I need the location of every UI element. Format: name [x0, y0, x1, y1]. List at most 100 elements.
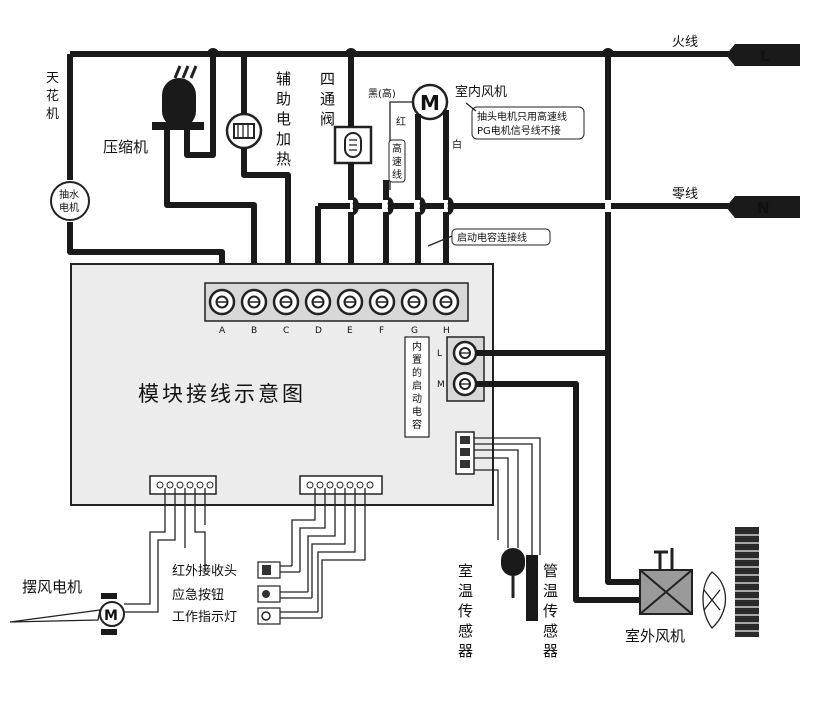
- svg-text:感: 感: [458, 622, 473, 640]
- cap-terminal-m: M: [437, 380, 445, 390]
- terminal-screw-a: [215, 295, 229, 309]
- connector-spare-wire: [474, 469, 499, 540]
- terminal-letter-e: E: [347, 326, 353, 336]
- terminal-screw-c: [279, 295, 293, 309]
- aux-heater-label: 辅 助 电 加 热: [276, 70, 291, 168]
- svg-text:容: 容: [412, 418, 422, 431]
- svg-text:天: 天: [46, 71, 59, 86]
- outdoor-fan: [639, 548, 726, 629]
- swing-motor-wire: [124, 488, 206, 613]
- pump-motor-label-1: 抽水: [59, 188, 79, 201]
- display-leads: [280, 565, 322, 619]
- svg-text:管: 管: [543, 562, 558, 580]
- sensor-connector: [455, 431, 475, 475]
- svg-text:传: 传: [543, 602, 558, 620]
- svg-text:阀: 阀: [320, 110, 335, 128]
- terminal-screw-d: [311, 295, 325, 309]
- ceiling-machine-label: 天 花 机: [46, 71, 59, 122]
- pipe-temp-sensor: [526, 555, 538, 621]
- fan-note-line-1: 抽头电机只用高速线: [477, 110, 567, 123]
- capacitor-terminal-block: L M: [437, 336, 485, 402]
- display-connector: [299, 475, 383, 495]
- high-speed-line-label: 高 速 线: [388, 139, 406, 183]
- svg-text:助: 助: [276, 90, 291, 108]
- neutral-plug-label: N: [757, 199, 770, 217]
- work-indicator-label: 工作指示灯: [172, 610, 237, 625]
- fan-black-high-label: 黑(高): [368, 87, 396, 100]
- cap-m-wire: [476, 381, 640, 603]
- svg-text:启: 启: [412, 379, 422, 392]
- pipe-sensor-wire: [474, 437, 541, 555]
- svg-text:启动电容连接线: 启动电容连接线: [457, 231, 527, 244]
- outdoor-fan-live-wire: [605, 350, 640, 585]
- pipe-temp-sensor-label: 管 温 传 感 器: [543, 562, 558, 660]
- ir-receiver-label: 红外接收头: [172, 563, 237, 579]
- swing-motor: M: [9, 593, 125, 635]
- live-plug: L: [726, 44, 800, 66]
- svg-text:温: 温: [458, 582, 473, 600]
- work-indicator: [257, 607, 281, 625]
- aux-heater: [225, 112, 263, 150]
- svg-text:传: 传: [458, 602, 473, 620]
- terminal-letter-d: D: [315, 326, 322, 336]
- indoor-fan: M: [411, 83, 449, 121]
- start-cap-wire-label: 启动电容连接线: [427, 228, 551, 247]
- svg-text:辅: 辅: [276, 70, 291, 88]
- emergency-button: [257, 585, 281, 603]
- terminal-screw-f: [375, 295, 389, 309]
- svg-text:电: 电: [276, 110, 291, 128]
- fan-note-box: 抽头电机只用高速线 PG电机信号线不接: [465, 102, 585, 140]
- terminal-screw-b: [247, 295, 261, 309]
- svg-text:的: 的: [412, 366, 422, 379]
- svg-text:高: 高: [392, 142, 402, 155]
- compressor-wire: [164, 130, 257, 290]
- svg-text:机: 机: [46, 107, 59, 122]
- indoor-fan-label: 室内风机: [455, 84, 507, 100]
- fan-white-label: 白: [452, 138, 462, 151]
- swing-motor-label: 摆风电机: [22, 578, 82, 596]
- svg-text:置: 置: [412, 354, 422, 366]
- room-sensor-wire: [474, 449, 519, 548]
- cap-terminal-l: L: [437, 349, 442, 359]
- pump-motor-label-2: 电机: [59, 201, 79, 214]
- emergency-button-label: 应急按钮: [172, 587, 224, 603]
- svg-text:动: 动: [412, 393, 422, 405]
- svg-text:电: 电: [412, 405, 422, 418]
- svg-text:通: 通: [320, 90, 335, 108]
- svg-text:M: M: [420, 91, 440, 115]
- terminal-letter-h: H: [443, 326, 450, 336]
- fan-red-label: 红: [396, 115, 406, 128]
- board-title: 模块接线示意图: [138, 382, 306, 406]
- svg-text:速: 速: [392, 156, 402, 168]
- svg-text:内: 内: [412, 340, 422, 353]
- fan-note-line-2: PG电机信号线不接: [477, 124, 561, 137]
- compressor-live-wire: [184, 54, 216, 158]
- svg-text:室: 室: [458, 562, 473, 580]
- live-line-label: 火线: [672, 35, 698, 50]
- four-way-valve: [333, 125, 373, 165]
- svg-text:四: 四: [320, 70, 335, 88]
- svg-text:感: 感: [543, 622, 558, 640]
- svg-text:温: 温: [543, 582, 558, 600]
- svg-text:花: 花: [46, 88, 59, 104]
- terminal-letter-a: A: [219, 326, 226, 336]
- four-way-valve-label: 四 通 阀: [320, 70, 335, 128]
- four-way-valve-wire: [348, 54, 359, 290]
- terminal-letter-g: G: [411, 326, 418, 336]
- outdoor-fan-label: 室外风机: [625, 627, 685, 645]
- neutral-plug: N: [726, 196, 800, 218]
- terminal-letter-f: F: [379, 326, 384, 336]
- terminal-screw-h: [439, 295, 453, 309]
- terminal-letter-c: C: [283, 326, 289, 336]
- display-wire: [291, 488, 366, 618]
- svg-text:器: 器: [458, 642, 473, 660]
- pump-wire: [67, 54, 225, 290]
- live-wire: [70, 48, 735, 57]
- outdoor-coil: [735, 527, 759, 637]
- compressor-label: 压缩机: [103, 138, 148, 156]
- svg-text:M: M: [104, 608, 118, 624]
- pump-motor: 抽水 电机: [50, 181, 90, 221]
- terminal-screw-e: [343, 295, 357, 309]
